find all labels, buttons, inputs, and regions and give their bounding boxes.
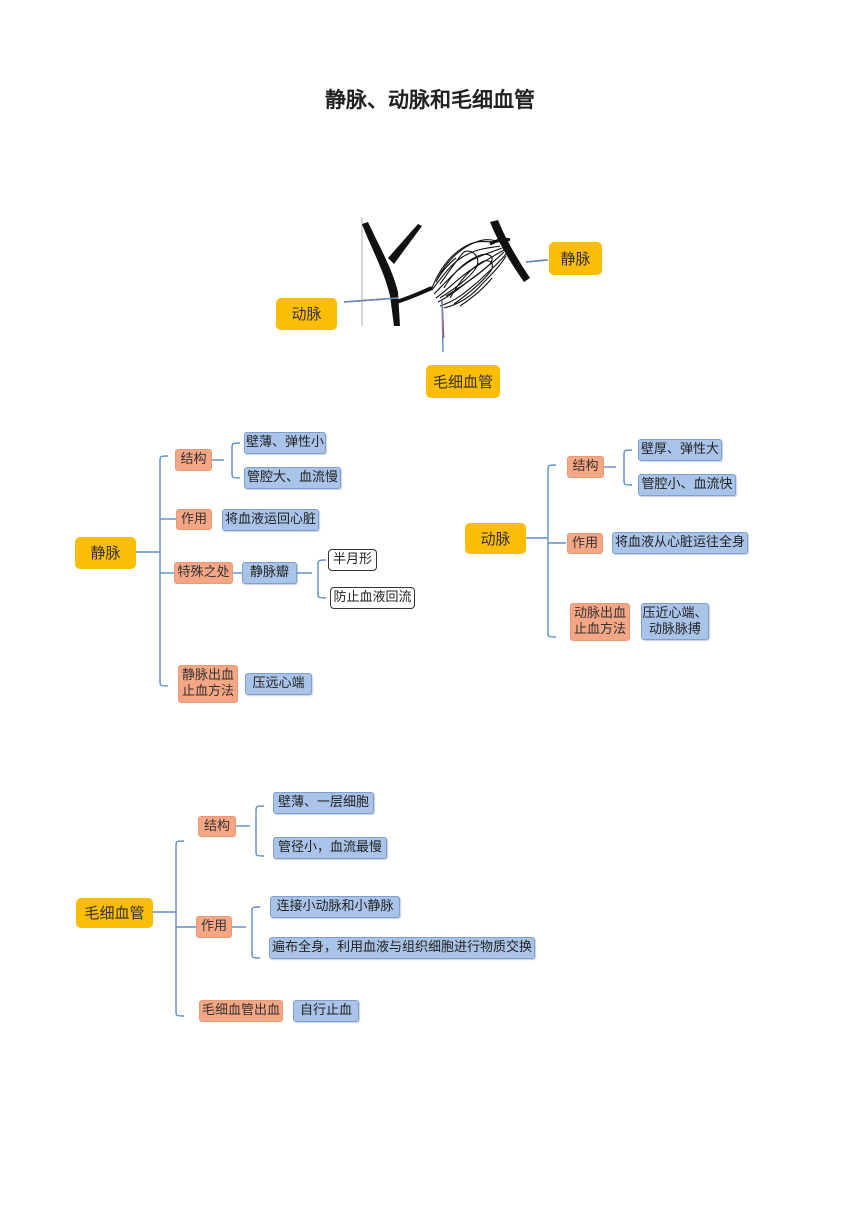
capillary-root: 毛细血管 [76, 898, 153, 928]
artery-label: 动脉 [276, 298, 337, 330]
vein-valve: 静脉瓣 [242, 562, 297, 584]
capillary-function-item: 连接小动脉和小静脉 [270, 896, 400, 918]
vein-special-item: 防止血液回流 [330, 587, 415, 609]
page-title: 静脉、动脉和毛细血管 [325, 88, 535, 112]
artery-root: 动脉 [465, 523, 526, 554]
artery-structure-label: 结构 [567, 456, 604, 478]
artery-function-label: 作用 [567, 533, 603, 554]
vein-bleeding-label: 静脉出血 止血方法 [178, 665, 238, 703]
capillary-structure-label: 结构 [198, 816, 236, 837]
vein-label: 静脉 [549, 242, 602, 275]
vein-special-item: 半月形 [328, 549, 377, 571]
vein-structure-label: 结构 [175, 449, 212, 471]
vein-function-text: 将血液运回心脏 [222, 509, 319, 531]
vein-bleeding-text: 压远心端 [245, 673, 312, 695]
vein-function-label: 作用 [176, 509, 212, 530]
vein-special-label: 特殊之处 [174, 562, 233, 584]
capillary-structure-item: 管径小，血流最慢 [273, 837, 387, 859]
capillary-function-label: 作用 [196, 916, 232, 938]
capillary-bleeding-text: 自行止血 [293, 1000, 359, 1022]
capillary-label: 毛细血管 [426, 365, 500, 398]
artery-structure-item: 管腔小、血流快 [638, 474, 736, 496]
artery-function-text: 将血液从心脏运往全身 [612, 532, 748, 554]
artery-bleeding-label: 动脉出血 止血方法 [570, 603, 630, 641]
vein-structure-item: 管腔大、血流慢 [244, 467, 341, 489]
vein-root: 静脉 [75, 537, 136, 569]
capillary-function-item: 遍布全身，利用血液与组织细胞进行物质交换 [269, 937, 535, 959]
artery-structure-item: 壁厚、弹性大 [638, 439, 722, 461]
capillary-structure-item: 壁薄、一层细胞 [273, 792, 374, 814]
artery-bleeding-text: 压近心端、 动脉脉搏 [641, 603, 709, 640]
capillary-bleeding-label: 毛细血管出血 [199, 1000, 283, 1022]
vein-structure-item: 壁薄、弹性小 [244, 432, 326, 454]
